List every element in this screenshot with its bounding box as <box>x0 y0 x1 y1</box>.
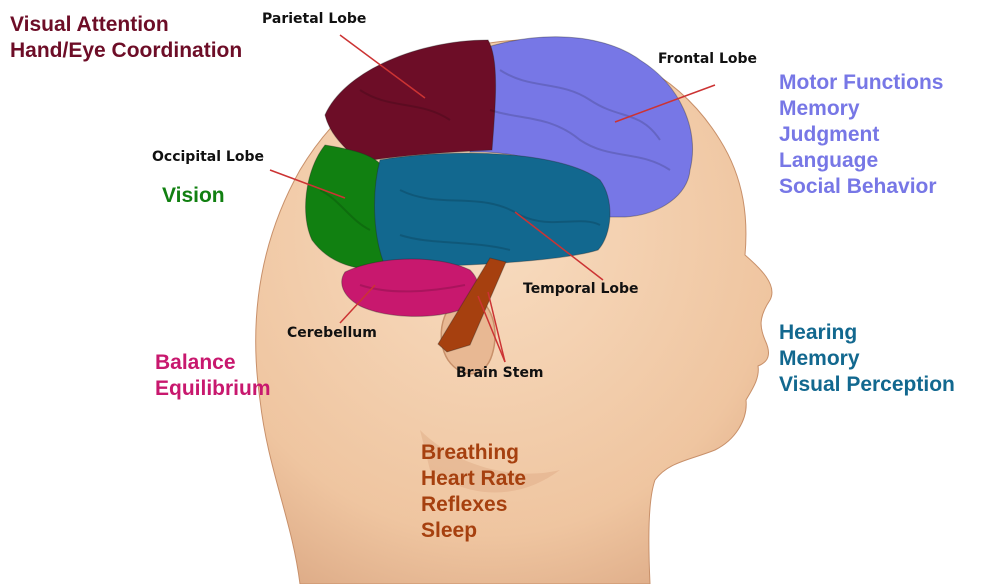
function-item: Reflexes <box>421 492 526 518</box>
temporal-lobe <box>375 153 610 266</box>
function-item: Heart Rate <box>421 466 526 492</box>
label-temporal-lobe: Temporal Lobe <box>523 282 639 296</box>
function-item: Hearing <box>779 320 955 346</box>
function-item: Social Behavior <box>779 174 943 200</box>
function-item: Breathing <box>421 440 526 466</box>
functions-temporal: Hearing Memory Visual Perception <box>779 320 955 398</box>
function-item: Equilibrium <box>155 376 271 402</box>
function-item: Visual Perception <box>779 372 955 398</box>
label-brain-stem: Brain Stem <box>456 366 544 380</box>
function-item: Sleep <box>421 518 526 544</box>
label-cerebellum: Cerebellum <box>287 326 377 340</box>
label-parietal-lobe: Parietal Lobe <box>262 12 366 26</box>
function-item: Balance <box>155 350 271 376</box>
function-item: Memory <box>779 346 955 372</box>
function-item: Memory <box>779 96 943 122</box>
functions-occipital: Vision <box>162 183 225 209</box>
label-occipital-lobe: Occipital Lobe <box>152 150 264 164</box>
function-item: Language <box>779 148 943 174</box>
function-item: Motor Functions <box>779 70 943 96</box>
function-item: Hand/Eye Coordination <box>10 38 242 64</box>
functions-frontal: Motor Functions Memory Judgment Language… <box>779 70 943 200</box>
function-item: Vision <box>162 183 225 209</box>
functions-brainstem: Breathing Heart Rate Reflexes Sleep <box>421 440 526 544</box>
functions-parietal: Visual Attention Hand/Eye Coordination <box>10 12 242 64</box>
function-item: Judgment <box>779 122 943 148</box>
functions-cerebellum: Balance Equilibrium <box>155 350 271 402</box>
parietal-lobe <box>325 40 496 162</box>
function-item: Visual Attention <box>10 12 242 38</box>
label-frontal-lobe: Frontal Lobe <box>658 52 757 66</box>
